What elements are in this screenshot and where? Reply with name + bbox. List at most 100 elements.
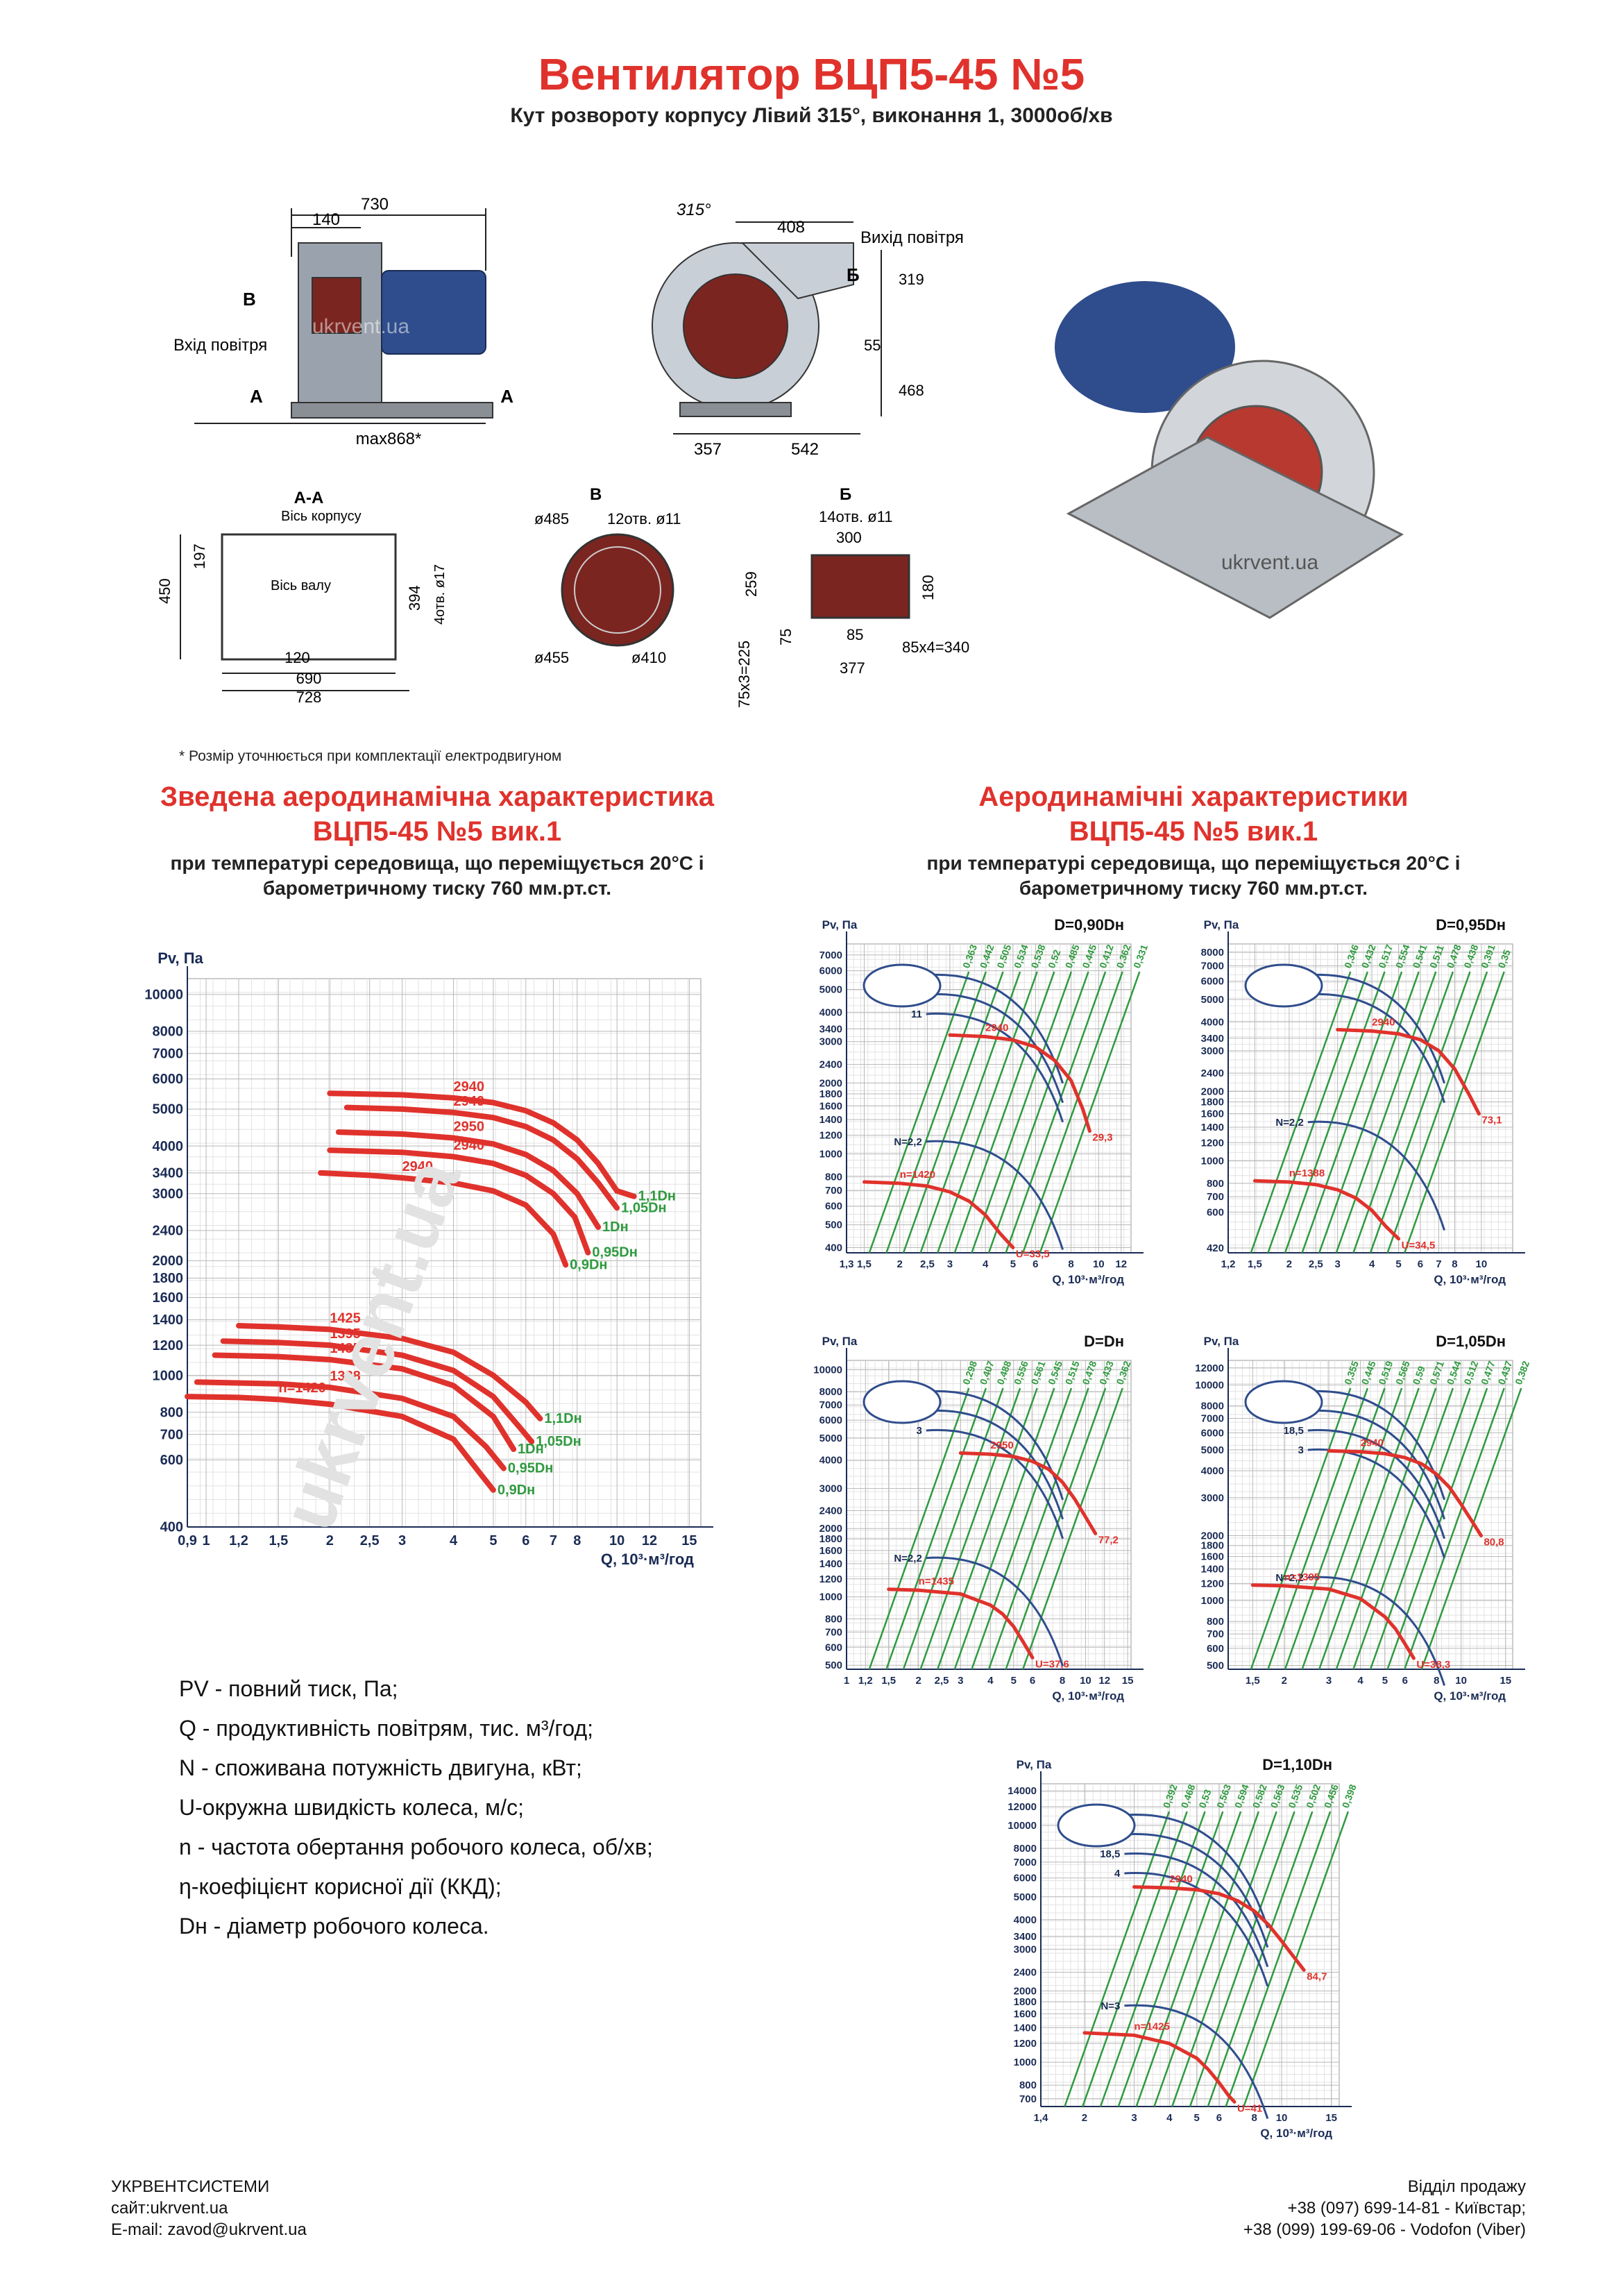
rpm-label: 2950 — [990, 1440, 1013, 1451]
y-tick-label: 400 — [825, 1242, 842, 1253]
x-tick-label: 5 — [1194, 2112, 1200, 2124]
legend-text: -коефіцієнт корисної дії (ККД); — [191, 1874, 502, 1899]
x-tick-label: 1,2 — [1221, 1258, 1236, 1270]
legend-text: -окружна швидкість колеса, м/с; — [195, 1795, 524, 1820]
efficiency-line — [1039, 971, 1141, 1253]
y-axis-label: Pv, Па — [822, 1335, 858, 1348]
power-curve — [1307, 1409, 1446, 1520]
efficiency-line — [1404, 971, 1505, 1253]
y-tick-label: 700 — [1207, 1191, 1224, 1203]
efficiency-line — [1250, 971, 1352, 1253]
efficiency-line — [1352, 971, 1454, 1253]
dim-542: 542 — [791, 440, 819, 459]
efficiency-line — [1404, 1387, 1505, 1670]
power-curve — [1124, 1813, 1269, 1929]
legend-symbol: Dн — [179, 1914, 207, 1939]
drawing-watermark: ukrvent.ua — [312, 315, 409, 338]
power-curve — [926, 1556, 1064, 1666]
y-tick-label: 1000 — [819, 1592, 842, 1603]
pressure-curve — [343, 1104, 620, 1211]
x-tick-label: 10 — [1476, 1258, 1488, 1270]
y-tick-label: 1200 — [1201, 1137, 1224, 1149]
x-tick-label: 2,5 — [920, 1258, 935, 1270]
x-tick-label: 2 — [326, 1533, 334, 1548]
individual-title-2: ВЦП5-45 №5 вик.1 — [1069, 816, 1318, 847]
y-tick-label: 1800 — [153, 1271, 184, 1286]
pressure-curve — [236, 1323, 543, 1421]
diameter-label: 0,9Dн — [498, 1483, 535, 1498]
holes-4-label: 4отв. ø17 — [432, 564, 448, 625]
housing-axis-label: Вісь корпусу — [281, 509, 362, 524]
y-tick-label: 800 — [1207, 1616, 1224, 1628]
y-tick-label: 12000 — [1195, 1362, 1224, 1374]
diameter-label: 0,9Dн — [570, 1257, 607, 1272]
pressure-curve — [335, 1129, 602, 1230]
y-tick-label: 400 — [160, 1520, 183, 1535]
speed-label: 80,8 — [1484, 1536, 1504, 1548]
dim-180: 180 — [919, 575, 937, 600]
efficiency-line — [1301, 1387, 1403, 1670]
dim-max868: max868* — [356, 430, 422, 448]
chart-title: D=0,90Dн — [1054, 916, 1124, 934]
phone-kyivstar[interactable]: +38 (097) 699-14-81 - Київстар; — [1287, 2199, 1526, 2218]
x-tick-label: 15 — [1499, 1675, 1511, 1687]
render-watermark: ukrvent.ua — [1221, 551, 1318, 574]
y-tick-label: 5000 — [1014, 1891, 1037, 1903]
chart-title: D=1,10Dн — [1262, 1756, 1332, 1773]
y-tick-label: 6000 — [153, 1072, 184, 1087]
power-curve — [1307, 1576, 1446, 1686]
section-marker-a-left: А — [250, 386, 263, 407]
y-tick-label: 8000 — [1201, 947, 1224, 959]
efficiency-line — [1386, 971, 1488, 1253]
rpm-label: 2940 — [402, 1159, 434, 1174]
y-tick-label: 4000 — [1014, 1914, 1037, 1926]
y-tick-label: 3000 — [819, 1483, 842, 1495]
power-curve — [926, 973, 1064, 1084]
summary-title-2: ВЦП5-45 №5 вик.1 — [312, 816, 562, 847]
efficiency-line — [1284, 1387, 1386, 1670]
legend-symbol: PV — [179, 1676, 209, 1701]
efficiency-line — [1207, 1811, 1314, 2107]
power-curve — [1307, 993, 1446, 1104]
dim-75: 75 — [777, 629, 794, 645]
phone-vodafone[interactable]: +38 (099) 199-69-06 - Vodofon (Viber) — [1243, 2220, 1526, 2239]
summary-title-1: Зведена аеродинамічна характеристика — [160, 782, 714, 812]
x-tick-label: 1,3 — [840, 1258, 854, 1270]
y-tick-label: 1200 — [153, 1338, 184, 1353]
efficiency-line — [1250, 1387, 1352, 1670]
legend-item: Dн - діаметр робочого колеса. — [179, 1907, 653, 1946]
efficiency-line — [1352, 1387, 1454, 1670]
power-label: 18,5 — [1100, 1848, 1120, 1860]
dim-85: 85 — [847, 626, 863, 643]
power-label: N=2,2 — [1275, 1572, 1303, 1584]
efficiency-line — [1022, 1387, 1123, 1670]
rpm-label: 2940 — [985, 1022, 1008, 1034]
y-tick-label: 3000 — [153, 1186, 184, 1201]
pressure-curve — [863, 1180, 1015, 1249]
efficiency-line — [937, 971, 1038, 1253]
view-bb-drawing: Б 14отв. ø11 300 259 180 75 85 75x3=225 … — [736, 486, 969, 708]
x-tick-label: 1,4 — [1034, 2112, 1049, 2124]
efficiency-line — [1318, 1387, 1420, 1670]
footer-left: УКРВЕНТСИСТЕМИ сайт:ukrvent.ua E-mail: z… — [111, 2176, 307, 2240]
y-tick-label: 1400 — [1201, 1564, 1224, 1576]
legend-text: - повний тиск, Па; — [208, 1676, 398, 1701]
y-tick-label: 3000 — [1201, 1045, 1224, 1057]
y-tick-label: 600 — [1207, 1643, 1224, 1655]
y-tick-label: 500 — [825, 1660, 842, 1671]
side-view-drawing: 730 140 В Вхід повітря А А max868* ukrve… — [173, 195, 513, 448]
legend-symbol: η — [179, 1874, 192, 1899]
speed-label: U=38,3 — [1416, 1659, 1450, 1671]
legend-text: - діаметр робочого колеса. — [207, 1914, 489, 1939]
x-tick-label: 1,5 — [269, 1533, 288, 1548]
x-tick-label: 10 — [609, 1533, 624, 1548]
power-curve — [926, 1140, 1064, 1250]
pressure-curve — [1082, 2031, 1237, 2104]
company-site[interactable]: сайт:ukrvent.ua — [111, 2199, 228, 2218]
rpm-label: n=1425 — [1135, 2020, 1170, 2032]
y-tick-label: 2400 — [819, 1059, 842, 1071]
company-email[interactable]: E-mail: zavod@ukrvent.ua — [111, 2220, 307, 2239]
holes-14-label: 14отв. ø11 — [819, 508, 893, 525]
legend-symbol: n — [179, 1834, 192, 1859]
section-aa-drawing: А-А Вісь корпусу Вісь валу 450 197 394 4… — [156, 489, 448, 706]
